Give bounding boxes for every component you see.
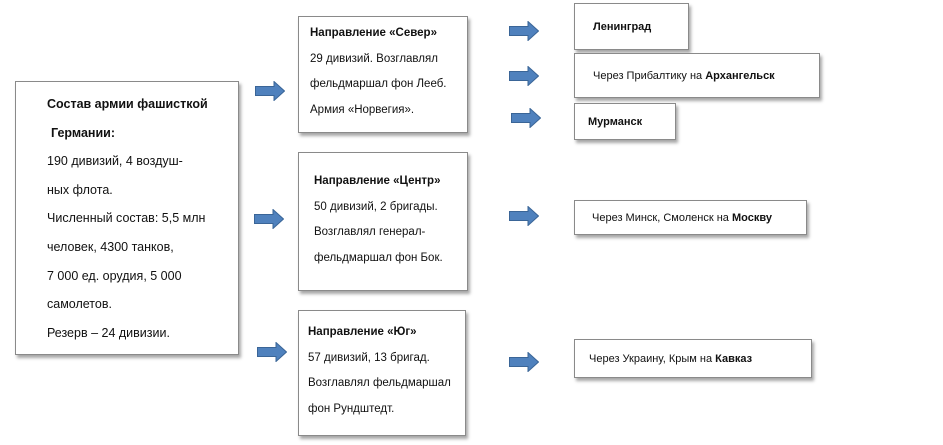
destination-leningrad-box: Ленинград [574, 3, 689, 50]
army-composition-line: человек, 4300 танков, [47, 239, 174, 254]
destination-murmansk-text: Мурманск [588, 116, 642, 128]
destination-prefix: Через Минск, Смоленск на [592, 211, 732, 224]
destination-caucasus-box: Через Украину, Крым на Кавказ [574, 339, 812, 378]
direction-north-line: 29 дивизий. Возглавлял [310, 52, 438, 65]
destination-moscow-box: Через Минск, Смоленск на Москву [574, 200, 807, 235]
arrow-to-moscow-icon [509, 206, 539, 226]
destination-name: Архангельск [705, 69, 775, 82]
arrow-to-murmansk-icon [511, 108, 541, 128]
army-composition-line: 7 000 ед. орудия, 5 000 [47, 268, 182, 283]
direction-north-line: Армия «Норвегия». [310, 103, 415, 116]
arrow-to-arkhangelsk-icon [509, 66, 539, 86]
direction-north-title: Направление «Север» [310, 27, 437, 39]
arrow-to-center-icon [254, 209, 284, 229]
destination-murmansk-box: Мурманск [574, 103, 676, 140]
destination-name: Ленинград [593, 20, 652, 33]
destination-name: Мурманск [588, 115, 643, 128]
destination-leningrad-text: Ленинград [593, 21, 651, 33]
direction-center-line: фельдмаршал фон Бок. [314, 251, 443, 264]
direction-south-box: Направление «Юг» 57 дивизий, 13 бригад. … [298, 310, 466, 436]
direction-south-line: фон Рундштедт. [308, 402, 395, 415]
army-composition-line: Резерв – 24 дивизии. [47, 325, 170, 340]
army-composition-line: Численный состав: 5,5 млн [47, 211, 206, 226]
army-composition-line: самолетов. [47, 297, 112, 312]
direction-south-line: 57 дивизий, 13 бригад. [308, 351, 430, 364]
direction-center-box: Направление «Центр» 50 дивизий, 2 бригад… [298, 152, 468, 291]
arrow-to-caucasus-icon [509, 352, 539, 372]
arrow-to-south-icon [257, 342, 287, 362]
army-composition-box: Состав армии фашисткой Германии: 190 див… [15, 81, 239, 355]
destination-prefix: Через Прибалтику на [593, 69, 706, 82]
direction-center-title: Направление «Центр» [314, 175, 441, 187]
destination-arkhangelsk-box: Через Прибалтику на Архангельск [574, 53, 820, 98]
direction-south-line: Возглавлял фельдмаршал [308, 377, 451, 389]
destination-moscow-text: Через Минск, Смоленск на Москву [592, 212, 772, 224]
arrow-to-north-icon [255, 81, 285, 101]
army-composition-line: ных флота. [47, 182, 113, 197]
direction-south-title: Направление «Юг» [308, 326, 417, 338]
army-composition-title-line2: Германии: [51, 125, 115, 140]
army-composition-title-line1: Состав армии фашисткой [47, 97, 208, 111]
destination-name: Москву [731, 211, 772, 224]
destination-caucasus-text: Через Украину, Крым на Кавказ [589, 353, 752, 365]
destination-arkhangelsk-text: Через Прибалтику на Архангельск [593, 70, 775, 82]
destination-name: Кавказ [715, 352, 753, 365]
direction-center-line: 50 дивизий, 2 бригады. [314, 200, 438, 213]
direction-north-line: фельдмаршал фон Лееб. [310, 78, 447, 90]
destination-prefix: Через Украину, Крым на [589, 352, 716, 365]
direction-north-box: Направление «Север» 29 дивизий. Возглавл… [298, 16, 468, 133]
army-composition-line: 190 дивизий, 4 воздуш- [47, 154, 183, 169]
arrow-to-leningrad-icon [509, 21, 539, 41]
direction-center-line: Возглавлял генерал- [314, 226, 426, 238]
